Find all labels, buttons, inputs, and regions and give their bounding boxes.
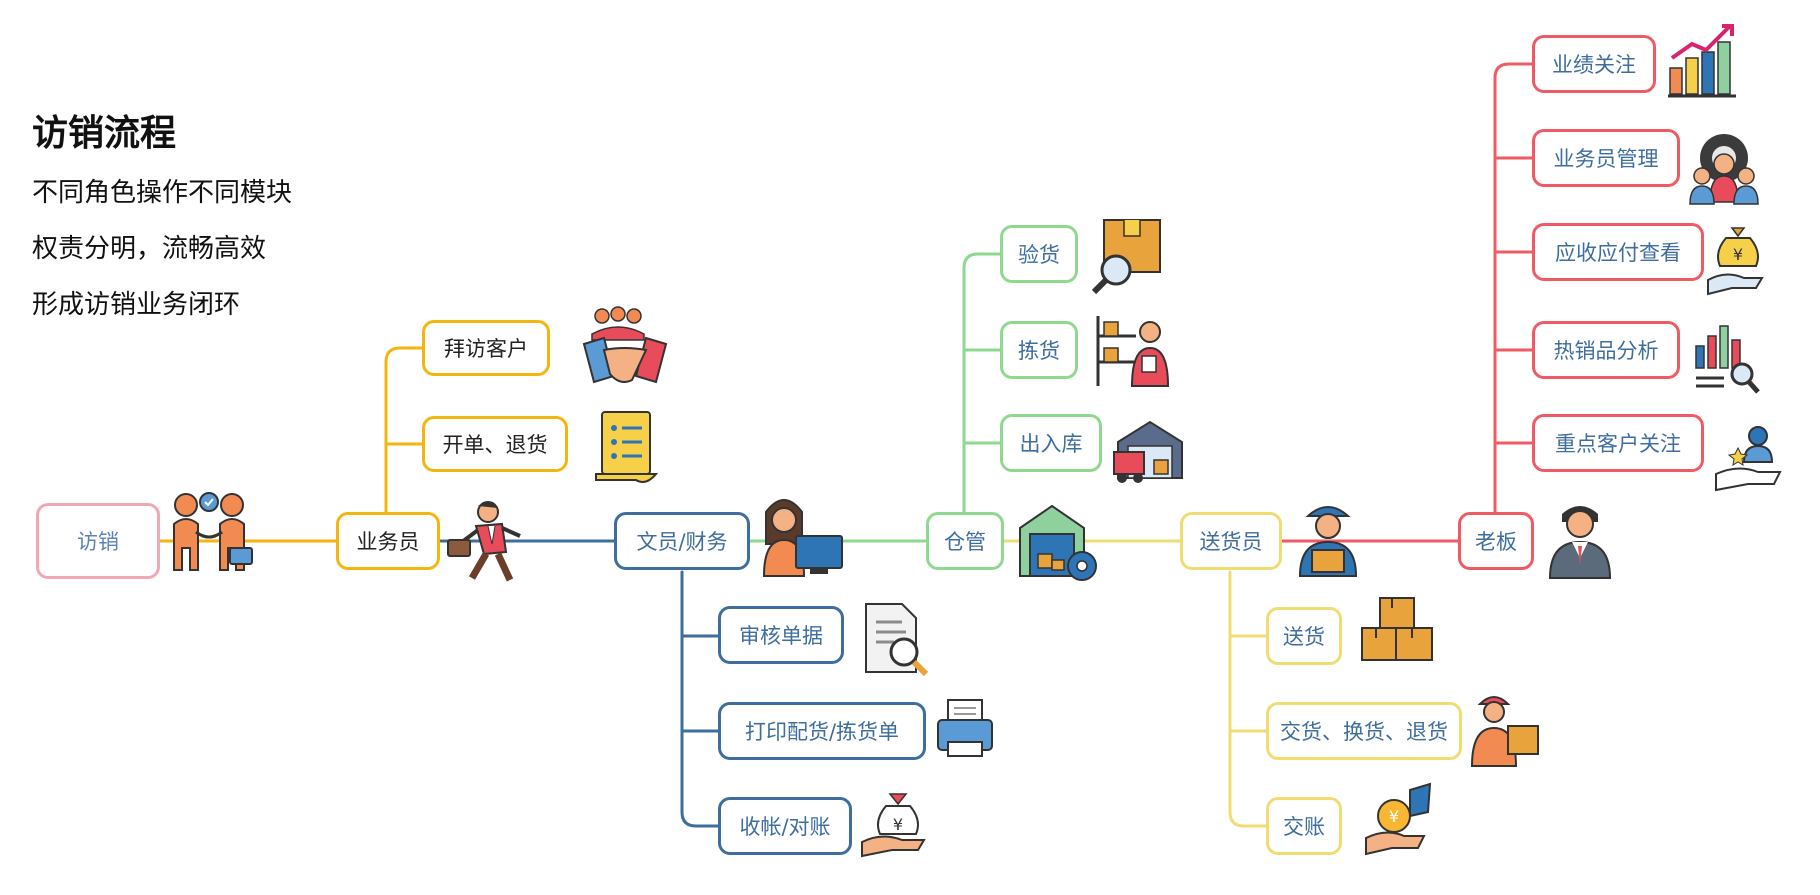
chart-magnifier-icon [1695, 325, 1760, 394]
task-order-return[interactable]: 开单、退货 [422, 416, 568, 472]
vip-customer-hand-icon [1715, 426, 1782, 492]
money-bag-hand-icon: ¥ [861, 793, 926, 858]
node-delivery[interactable]: 送货员 [1180, 512, 1282, 570]
box-inspect-icon [1091, 219, 1161, 295]
task-performance-watch[interactable]: 业绩关注 [1532, 35, 1656, 93]
delivery-man-icon [1470, 696, 1539, 767]
node-boss[interactable]: 老板 [1458, 512, 1534, 570]
task-pick-goods[interactable]: 拣货 [1000, 321, 1078, 379]
handshake-people-icon [173, 492, 253, 571]
description-line-1: 不同角色操作不同模块 [32, 178, 293, 208]
printer-icon [937, 699, 993, 757]
picker-shelf-icon [1096, 316, 1170, 387]
svg-text:¥: ¥ [1733, 245, 1743, 264]
node-salesman[interactable]: 业务员 [336, 512, 440, 570]
task-collect-reconcile[interactable]: 收帐/对账 [718, 797, 852, 855]
task-stock-in-out[interactable]: 出入库 [1000, 414, 1102, 472]
boxes-icon [1361, 597, 1433, 661]
task-review-documents[interactable]: 审核单据 [718, 606, 844, 664]
yuan-bag-hand-icon: ¥ [1707, 227, 1764, 296]
order-list-icon [595, 411, 659, 483]
task-visit-customer[interactable]: 拜访客户 [422, 320, 550, 376]
task-bestseller-analysis[interactable]: 热销品分析 [1532, 321, 1680, 379]
branch-clerk [680, 570, 720, 828]
warehouse-gear-icon [1019, 504, 1097, 581]
courier-icon [1298, 506, 1358, 577]
growth-chart-icon [1668, 24, 1736, 98]
node-root[interactable]: 访销 [36, 503, 160, 579]
node-warehouse[interactable]: 仓管 [926, 512, 1004, 570]
branch-delivery [1228, 570, 1268, 828]
task-hand-over-exchange-return[interactable]: 交货、换货、退货 [1266, 702, 1462, 760]
svg-text:¥: ¥ [1389, 807, 1399, 826]
svg-text:¥: ¥ [893, 815, 903, 834]
branch-warehouse [962, 252, 1002, 514]
coin-hand-icon: ¥ [1365, 782, 1432, 856]
task-settle-account[interactable]: 交账 [1266, 797, 1342, 855]
branch-boss [1493, 62, 1534, 514]
task-deliver[interactable]: 送货 [1266, 607, 1342, 665]
branch-salesman [384, 346, 424, 514]
warehouse-truck-icon [1113, 420, 1183, 483]
diagram-title: 访销流程 [32, 113, 177, 154]
running-businessman-icon [447, 501, 521, 582]
task-key-customer-watch[interactable]: 重点客户关注 [1532, 414, 1704, 472]
node-clerk-finance[interactable]: 文员/财务 [614, 512, 750, 570]
task-print-picking-list[interactable]: 打印配货/拣货单 [718, 702, 926, 760]
clerk-computer-icon [762, 499, 843, 577]
document-search-icon [865, 603, 929, 677]
customer-handshake-icon [582, 306, 668, 384]
task-inspect-goods[interactable]: 验货 [1000, 225, 1078, 283]
team-gear-icon [1689, 134, 1759, 205]
description-line-2: 权责分明，流畅高效 [32, 234, 267, 264]
description-line-3: 形成访销业务闭环 [32, 290, 241, 320]
task-salesman-management[interactable]: 业务员管理 [1532, 129, 1680, 187]
boss-icon [1548, 506, 1612, 579]
task-receivable-payable[interactable]: 应收应付查看 [1532, 223, 1704, 281]
